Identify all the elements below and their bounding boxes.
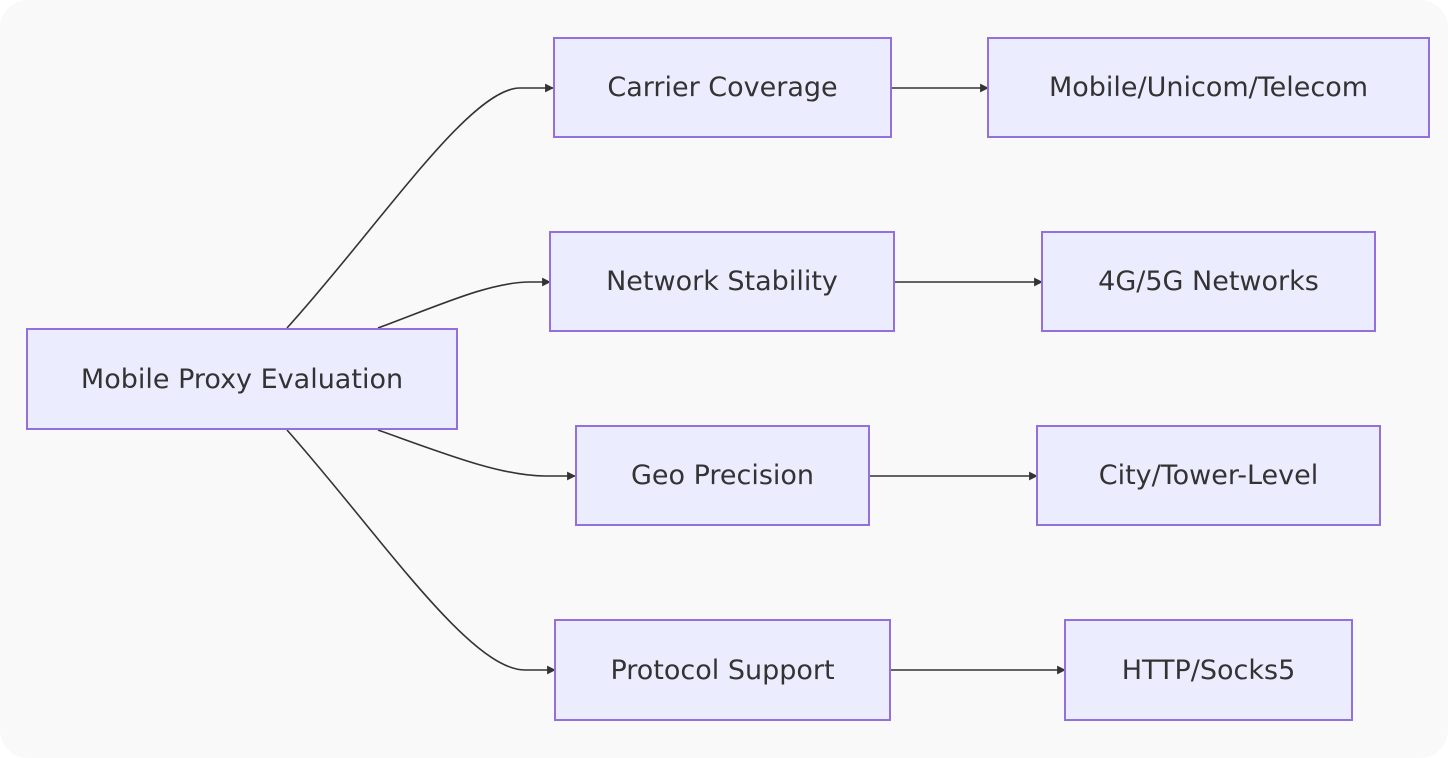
- node-label: Network Stability: [606, 266, 838, 297]
- node-carrier-coverage[interactable]: Carrier Coverage: [553, 37, 892, 138]
- edge-root-protocol: [286, 429, 556, 675]
- node-label: City/Tower-Level: [1098, 460, 1319, 491]
- node-mobile-unicom-telecom[interactable]: Mobile/Unicom/Telecom: [987, 37, 1430, 138]
- node-geo-precision[interactable]: Geo Precision: [575, 425, 870, 526]
- node-label: Mobile Proxy Evaluation: [80, 363, 404, 395]
- edge-root-network: [377, 277, 551, 329]
- node-label: 4G/5G Networks: [1098, 266, 1319, 297]
- node-http-socks5[interactable]: HTTP/Socks5: [1064, 619, 1353, 721]
- node-mobile-proxy-evaluation[interactable]: Mobile Proxy Evaluation: [26, 328, 458, 430]
- node-network-stability[interactable]: Network Stability: [549, 231, 895, 332]
- edge-root-geo: [377, 429, 576, 481]
- edge-root-carrier: [286, 83, 554, 329]
- node-city-tower-level[interactable]: City/Tower-Level: [1036, 425, 1381, 526]
- node-protocol-support[interactable]: Protocol Support: [554, 619, 891, 721]
- node-label: Protocol Support: [610, 654, 835, 686]
- node-4g-5g-networks[interactable]: 4G/5G Networks: [1041, 231, 1376, 332]
- node-label: Carrier Coverage: [607, 72, 838, 103]
- node-label: Mobile/Unicom/Telecom: [1048, 72, 1369, 103]
- node-label: HTTP/Socks5: [1121, 654, 1296, 686]
- node-label: Geo Precision: [630, 460, 815, 491]
